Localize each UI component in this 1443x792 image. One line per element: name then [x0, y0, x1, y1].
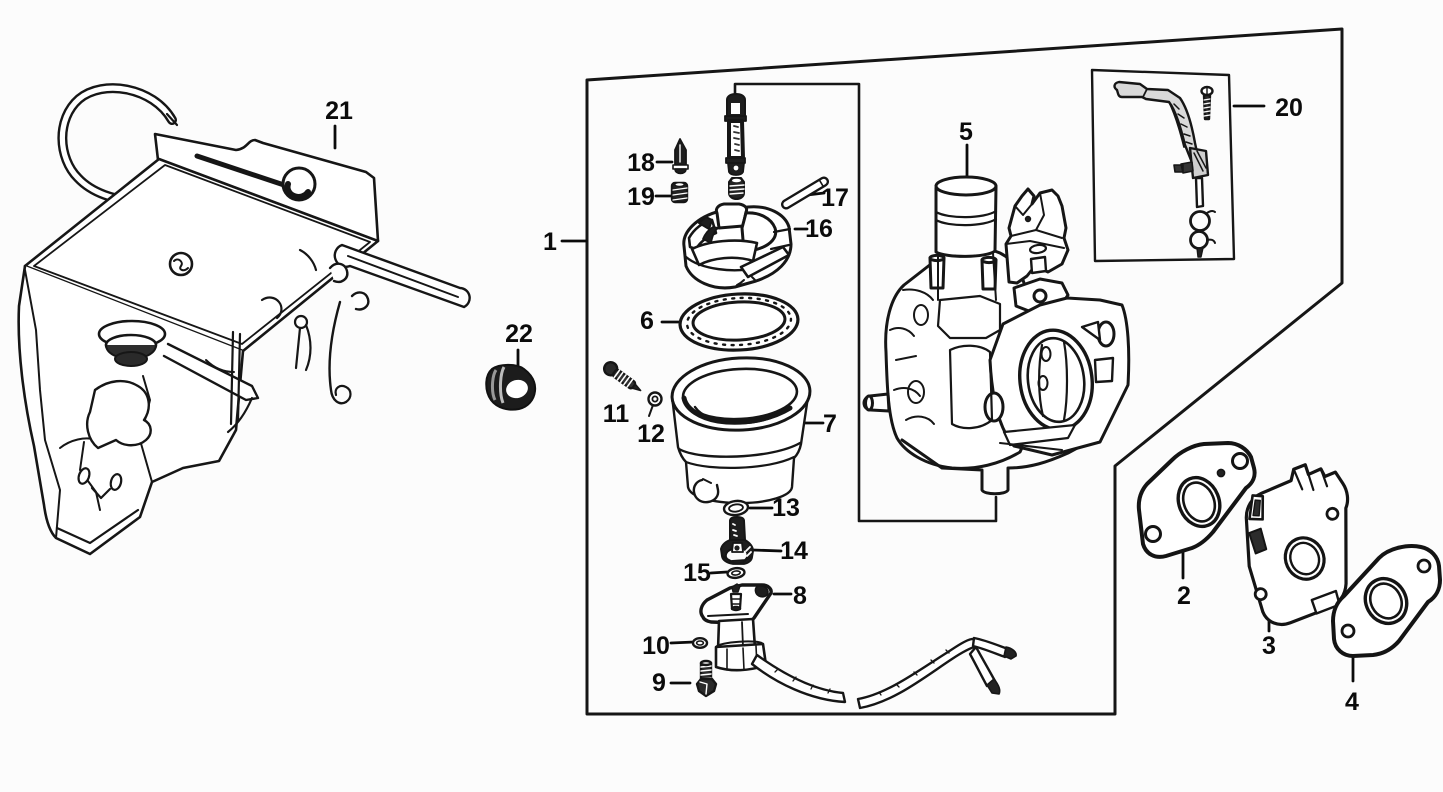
svg-text:2: 2	[1177, 582, 1191, 610]
svg-text:5: 5	[959, 118, 973, 146]
svg-text:18: 18	[627, 149, 655, 177]
svg-text:21: 21	[325, 97, 353, 125]
svg-text:20: 20	[1275, 94, 1303, 122]
svg-text:16: 16	[805, 215, 833, 243]
svg-text:9: 9	[652, 669, 666, 697]
svg-text:14: 14	[780, 537, 808, 565]
svg-text:4: 4	[1345, 688, 1359, 716]
svg-text:15: 15	[683, 559, 711, 587]
svg-text:10: 10	[642, 632, 670, 660]
svg-text:22: 22	[505, 320, 533, 348]
svg-text:3: 3	[1262, 632, 1276, 660]
svg-text:8: 8	[793, 582, 807, 610]
svg-text:1: 1	[543, 228, 557, 256]
svg-text:6: 6	[640, 307, 654, 335]
svg-text:19: 19	[627, 183, 655, 211]
svg-text:12: 12	[637, 420, 665, 448]
svg-text:11: 11	[603, 400, 630, 428]
svg-text:17: 17	[821, 184, 849, 212]
svg-text:7: 7	[823, 410, 837, 438]
